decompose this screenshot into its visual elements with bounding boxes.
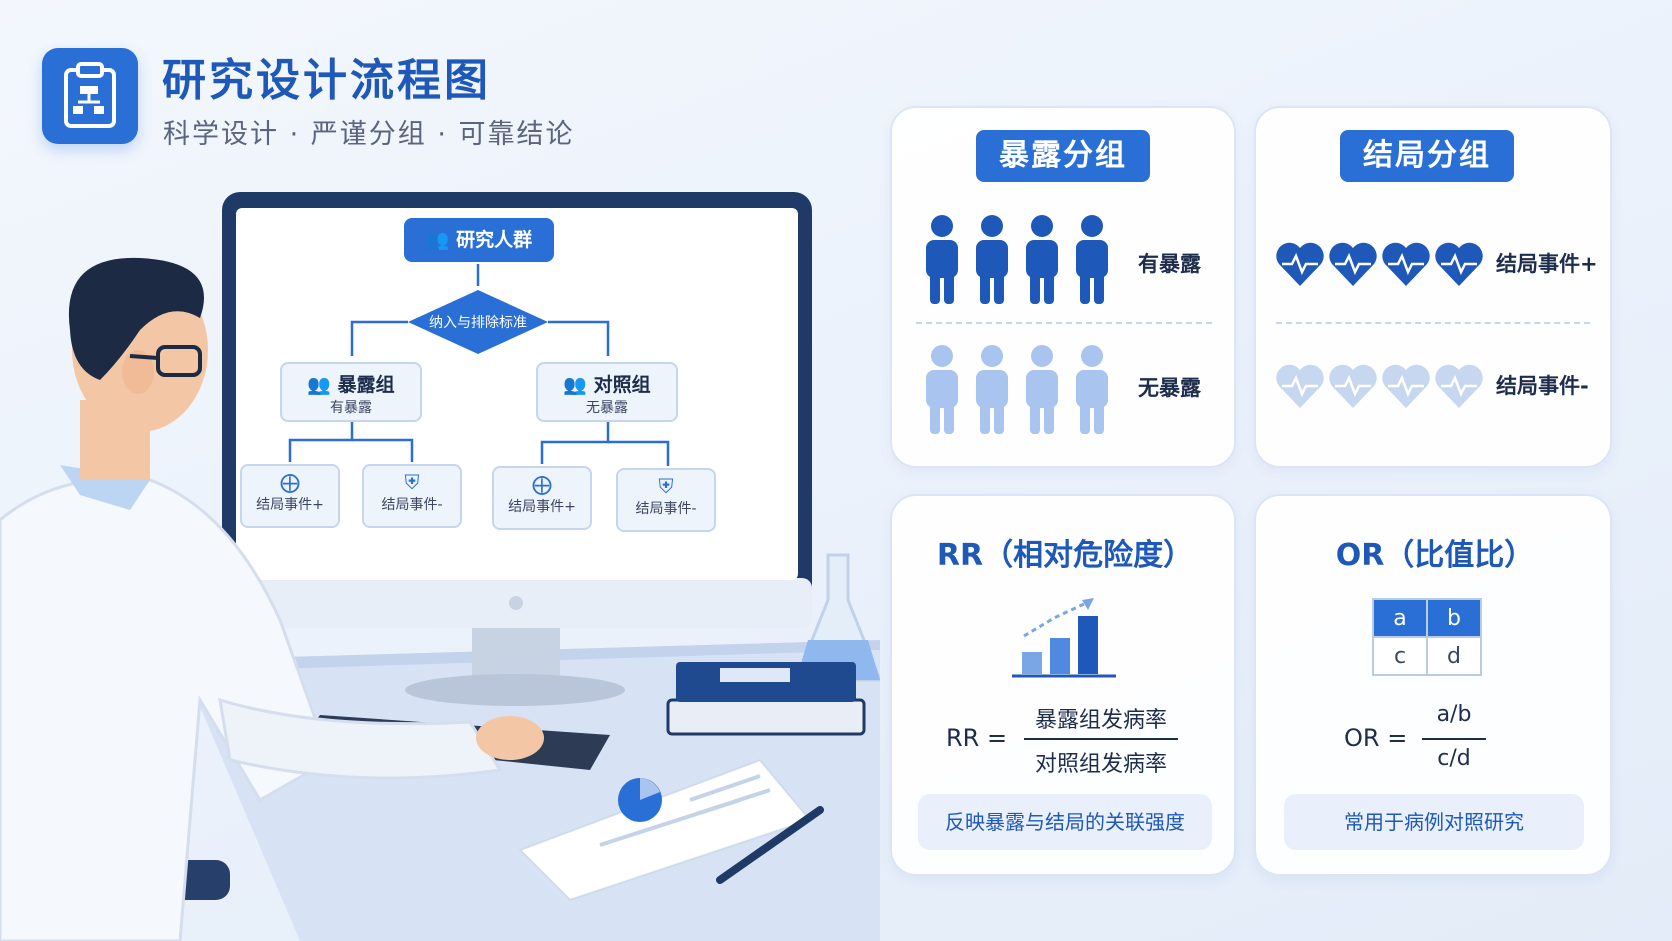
fraction-bar xyxy=(1422,738,1486,740)
outcome-card-title: 结局分组 xyxy=(1340,130,1514,182)
or-card: OR（比值比） a b c d OR = a/b c/d 常用于病例对照研究 xyxy=(1254,494,1612,876)
person-icon xyxy=(926,345,958,434)
table-cell-a: a xyxy=(1372,598,1428,638)
plus-circle-icon: ⨁ xyxy=(280,470,300,494)
table-cell-d: d xyxy=(1426,636,1482,676)
flowchart-connectors xyxy=(288,264,670,466)
unexposed-people-icons xyxy=(926,345,1108,434)
divider xyxy=(1276,322,1590,324)
or-lhs: OR = xyxy=(1344,724,1408,752)
person-icon xyxy=(1026,215,1058,304)
or-denominator: c/d xyxy=(1437,746,1471,771)
person-icon xyxy=(1076,215,1108,304)
exposure-card-title: 暴露分组 xyxy=(976,130,1150,182)
outcome-negative-box: ⛨ 结局事件- xyxy=(616,468,716,532)
person-icon xyxy=(976,345,1008,434)
shield-icon: ⛨ xyxy=(658,474,674,498)
plus-circle-icon: ⨁ xyxy=(532,472,552,496)
page-subtitle: 科学设计 · 严谨分组 · 可靠结论 xyxy=(163,119,575,150)
group-icon: 👥 xyxy=(425,229,450,251)
outcome-positive-card-label: 结局事件+ xyxy=(1496,252,1598,276)
rr-note: 反映暴露与结局的关联强度 xyxy=(918,794,1212,850)
population-label: 研究人群 xyxy=(456,229,533,251)
outcome-negative-label: 结局事件- xyxy=(635,501,697,517)
population-box: 👥 研究人群 xyxy=(404,218,554,262)
two-by-two-table: a b c d xyxy=(1372,598,1482,676)
control-group-title: 对照组 xyxy=(593,374,651,396)
exposed-group-box: 👥 暴露组 有暴露 xyxy=(280,362,422,422)
exposed-people-icons xyxy=(926,215,1108,304)
fraction-bar xyxy=(1024,738,1178,740)
heart-pulse-icons-positive xyxy=(1276,242,1483,286)
outcome-negative-label: 结局事件- xyxy=(381,497,443,513)
outcome-negative-card-label: 结局事件- xyxy=(1496,374,1589,398)
or-numerator: a/b xyxy=(1436,702,1472,727)
person-icon xyxy=(1076,345,1108,434)
rr-title: RR（相对危险度） xyxy=(936,538,1194,573)
criteria-diamond-label: 纳入与排除标准 xyxy=(429,315,527,331)
outcome-negative-box: ⛨ 结局事件- xyxy=(362,464,462,528)
group-icon: 👥 xyxy=(307,374,332,396)
outcome-positive-label: 结局事件+ xyxy=(256,497,324,513)
table-cell-c: c xyxy=(1372,636,1428,676)
rr-denominator: 对照组发病率 xyxy=(1034,752,1167,777)
rr-numerator: 暴露组发病率 xyxy=(1034,708,1167,733)
person-icon xyxy=(976,215,1008,304)
person-icon xyxy=(926,215,958,304)
scientist-illustration xyxy=(0,192,880,941)
table-cell-b: b xyxy=(1426,598,1482,638)
exposed-group-sub: 有暴露 xyxy=(330,400,372,416)
exposed-group-title: 暴露组 xyxy=(337,374,395,396)
or-title: OR（比值比） xyxy=(1335,538,1535,573)
bar-growth-icon xyxy=(1012,598,1116,678)
outcome-positive-box: ⨁ 结局事件+ xyxy=(492,466,592,530)
page-title: 研究设计流程图 xyxy=(162,55,491,106)
outcome-group-card: 结局分组 结局事件+ 结局事件- xyxy=(1254,106,1612,468)
heart-pulse-icons-negative xyxy=(1276,364,1483,408)
exposure-group-card: 暴露分组 有暴露 无暴露 xyxy=(890,106,1236,468)
or-note: 常用于病例对照研究 xyxy=(1284,794,1584,850)
outcome-positive-label: 结局事件+ xyxy=(508,499,576,515)
logo-badge xyxy=(42,48,138,144)
exposed-label: 有暴露 xyxy=(1138,252,1201,276)
rr-lhs: RR = xyxy=(946,724,1008,752)
rr-card: RR（相对危险度） RR = 暴露组发病率 对照组发病率 反映暴露与结局的关联强… xyxy=(890,494,1236,876)
shield-icon: ⛨ xyxy=(404,470,420,494)
person-icon xyxy=(1026,345,1058,434)
clipboard-flowchart-icon xyxy=(64,62,116,128)
divider xyxy=(916,322,1212,324)
control-group-sub: 无暴露 xyxy=(586,400,628,416)
group-icon: 👥 xyxy=(563,374,588,396)
unexposed-label: 无暴露 xyxy=(1138,376,1201,400)
outcome-positive-box: ⨁ 结局事件+ xyxy=(240,464,340,528)
control-group-box: 👥 对照组 无暴露 xyxy=(536,362,678,422)
